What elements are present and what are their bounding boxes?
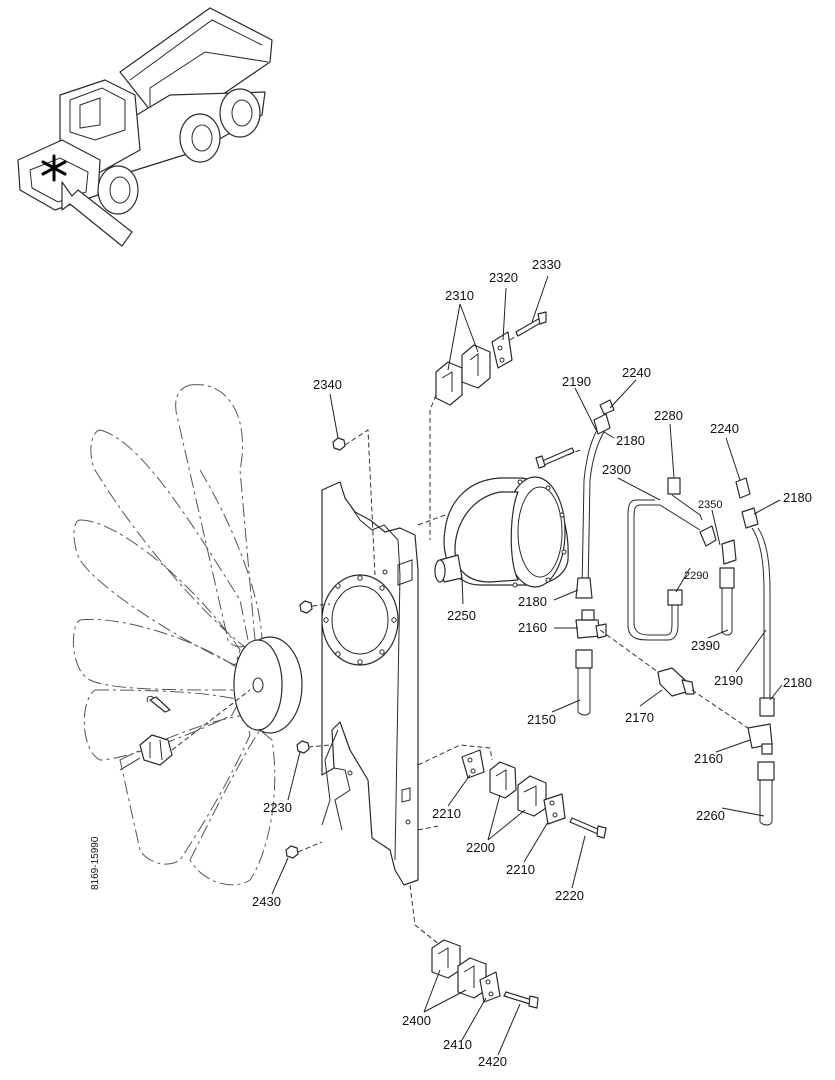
truck-locator-illustration bbox=[17, 7, 273, 247]
fan-blades-phantom bbox=[72, 384, 276, 886]
callout-2160-lower: 2160 bbox=[694, 751, 723, 766]
callout-2160-upper: 2160 bbox=[518, 620, 547, 635]
callout-2240-left: 2240 bbox=[622, 365, 651, 380]
callout-2280: 2280 bbox=[654, 408, 683, 423]
callout-2390: 2390 bbox=[691, 638, 720, 653]
callout-2170: 2170 bbox=[625, 710, 654, 725]
callout-2240-right: 2240 bbox=[710, 421, 739, 436]
clamp-assembly-lower bbox=[431, 939, 539, 1009]
callout-2190-left: 2190 bbox=[562, 374, 591, 389]
callout-2350: 2350 bbox=[698, 499, 722, 511]
callout-2190-right: 2190 bbox=[714, 673, 743, 688]
callout-2230: 2230 bbox=[263, 800, 292, 815]
hydraulic-lines bbox=[575, 399, 775, 826]
drawing-number: 8169-15990 bbox=[90, 836, 101, 890]
callout-2150: 2150 bbox=[527, 712, 556, 727]
nut-2230 bbox=[296, 740, 310, 754]
callout-2400: 2400 bbox=[402, 1013, 431, 1028]
clamp-assembly-upper bbox=[435, 311, 547, 406]
cotter-pin bbox=[146, 695, 171, 713]
shroud-bracket-plate bbox=[321, 481, 419, 886]
callout-2320: 2320 bbox=[489, 270, 518, 285]
callout-2300: 2300 bbox=[602, 462, 631, 477]
callout-2430: 2430 bbox=[252, 894, 281, 909]
callout-2210-right: 2210 bbox=[506, 862, 535, 877]
callout-2220: 2220 bbox=[555, 888, 584, 903]
nut-2430 bbox=[285, 845, 299, 859]
nut-fan-upper bbox=[299, 600, 313, 614]
location-asterisk-icon bbox=[41, 154, 67, 182]
callout-2180-right-top: 2180 bbox=[783, 490, 812, 505]
callout-2250: 2250 bbox=[447, 608, 476, 623]
motor-bolt bbox=[535, 447, 575, 469]
castle-nut bbox=[139, 734, 173, 766]
callout-2410: 2410 bbox=[443, 1037, 472, 1052]
callout-2260: 2260 bbox=[696, 808, 725, 823]
clamp-assembly-middle bbox=[461, 749, 607, 839]
fan-drive-motor bbox=[434, 476, 569, 588]
callout-2290: 2290 bbox=[684, 570, 708, 582]
callout-2180-right-bottom: 2180 bbox=[783, 675, 812, 690]
callout-labels: 2330 2320 2310 2340 2190 2240 2180 2280 … bbox=[252, 257, 812, 1069]
callout-2420: 2420 bbox=[478, 1054, 507, 1069]
fan-hub bbox=[233, 636, 303, 734]
callout-2340: 2340 bbox=[313, 377, 342, 392]
callout-2180-mid: 2180 bbox=[518, 594, 547, 609]
callout-2310: 2310 bbox=[445, 288, 474, 303]
leader-lines bbox=[271, 275, 783, 1056]
callout-2180-top: 2180 bbox=[616, 433, 645, 448]
callout-2200: 2200 bbox=[466, 840, 495, 855]
nut-2340 bbox=[332, 437, 346, 451]
callout-2210-left: 2210 bbox=[432, 806, 461, 821]
callout-2330: 2330 bbox=[532, 257, 561, 272]
